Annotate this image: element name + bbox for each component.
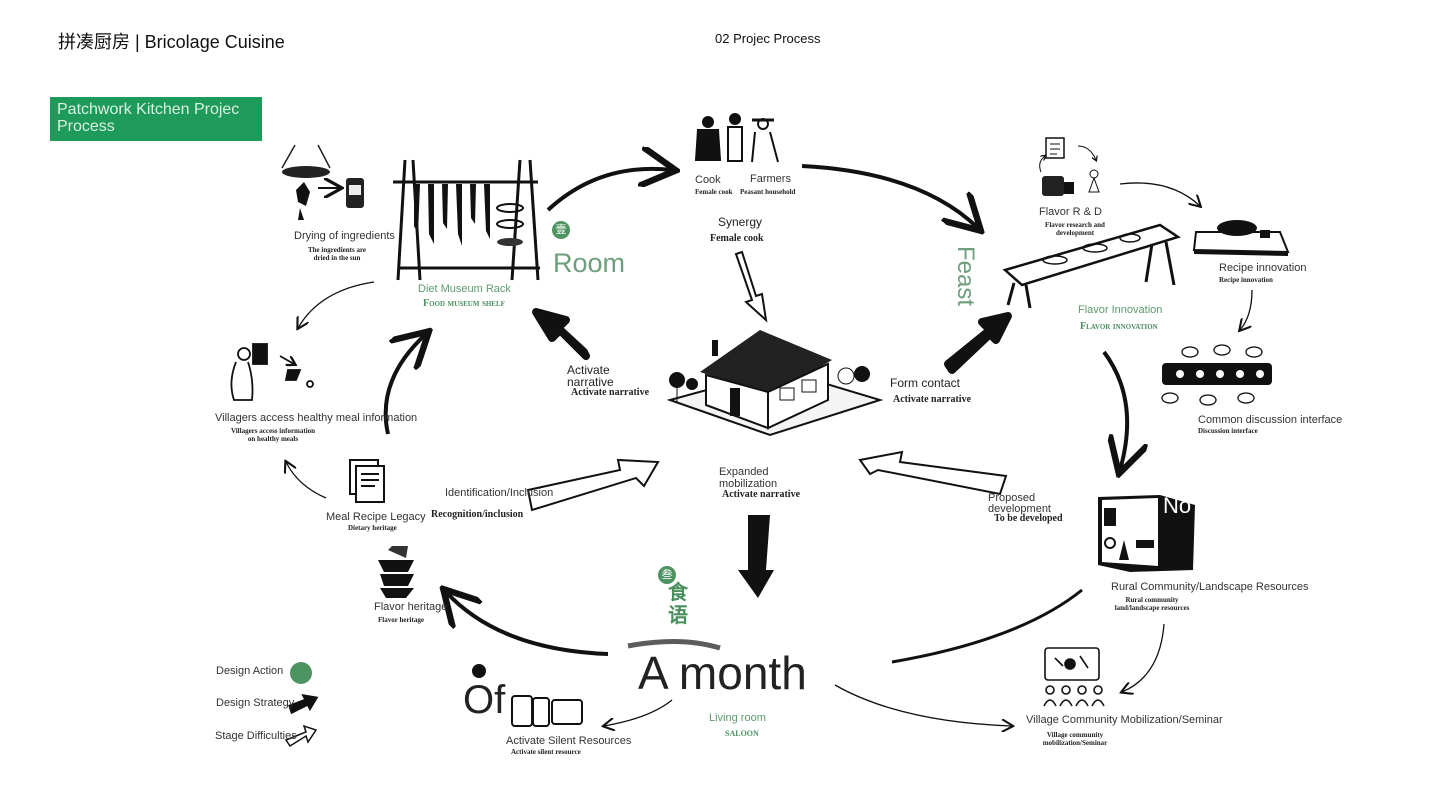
meal-recipe-label: Meal Recipe Legacy <box>326 511 426 523</box>
of-word: Of <box>463 678 506 722</box>
form-contact-sub: Activate narrative <box>893 394 972 405</box>
legend-design-strategy-arrow <box>288 694 319 715</box>
legend-design-action-dot <box>290 662 312 684</box>
discussion-sub: Discussion interface <box>1198 427 1258 435</box>
shiyu-chars: 食语 <box>668 582 688 627</box>
flavor-rd-label: Flavor R & D <box>1039 206 1102 218</box>
form-contact-label: Form contact <box>890 376 961 390</box>
stage-difficulty-arrows <box>526 250 1008 512</box>
drying-sub: The ingredients are dried in the sun <box>307 246 367 262</box>
village-house-icon <box>666 330 884 437</box>
expanded-label: Expanded mobilization <box>719 466 778 490</box>
legend-design-strategy: Design Strategy <box>216 697 295 709</box>
flavor-heritage-label: Flavor heritage <box>374 601 448 613</box>
flavor-heritage-sub: Flavor heritage <box>378 616 424 624</box>
shiyu-badge: 叁 <box>658 566 676 584</box>
title-box-text: Patchwork Kitchen Projec Process <box>57 101 240 135</box>
activate-narrative-sub: Activate narrative <box>571 387 650 398</box>
drying-label: Drying of ingredients <box>294 230 395 242</box>
drying-rack-icon <box>393 159 540 281</box>
rural-overlay-text: No <box>1163 493 1192 518</box>
proposed-sub: To be developed <box>994 513 1063 524</box>
identification-sub: Recognition/inclusion <box>431 509 524 520</box>
seminar-icon <box>1043 647 1105 707</box>
legend-stage-difficulty-arrow <box>284 724 318 748</box>
recipe-innovation-sub: Recipe innovation <box>1219 276 1273 284</box>
expanded-sub: Activate narrative <box>722 489 801 500</box>
meal-recipe-sub: Dietary heritage <box>348 524 397 532</box>
flavor-innovation-sub: Flavor innovation <box>1080 321 1158 332</box>
villagers-sub: Villagers access information on healthy … <box>230 427 316 443</box>
rural-sub: Rural community land/landscape resources <box>1114 596 1190 612</box>
living-room-sub: SALOON <box>725 729 759 738</box>
design-strategy-arrows <box>532 308 1012 598</box>
bold-flow-arrows <box>383 166 1127 664</box>
flavor-innovation-label: Flavor Innovation <box>1078 304 1163 316</box>
stacked-bowls-icon <box>378 546 414 598</box>
recipe-book-icon <box>349 459 385 503</box>
villagers-label: Villagers access healthy meal informatio… <box>215 412 418 424</box>
discussion-label: Common discussion interface <box>1198 414 1343 426</box>
activate-silent-sub: Activate silent resource <box>511 748 581 756</box>
drying-basket-icon <box>281 144 364 220</box>
activate-narrative-label: Activate narrative <box>567 363 614 389</box>
feast-word: Feast <box>952 245 980 307</box>
proposed-label: Proposed development <box>988 492 1051 515</box>
title-box: Patchwork Kitchen Projec Process <box>50 97 262 141</box>
recipe-innovation-label: Recipe innovation <box>1219 262 1307 274</box>
cook-label: Cook <box>695 174 721 186</box>
cook-sub: Female cook <box>695 188 733 196</box>
rack-label: Diet Museum Rack <box>418 283 511 295</box>
identification-label: Identification/Inclusion <box>445 487 554 499</box>
activate-silent-label: Activate Silent Resources <box>506 735 632 747</box>
room-badge: 壹 <box>552 221 570 239</box>
recipe-table-icon <box>1192 220 1290 256</box>
legend-design-action: Design Action <box>216 665 284 677</box>
discussion-table-icon <box>1161 344 1272 406</box>
room-word: Room <box>553 248 626 278</box>
brush-stroke <box>627 639 721 651</box>
village-mobilization-label: Village Community Mobilization/Seminar <box>1026 714 1223 726</box>
flavor-rd-icon <box>1039 137 1100 196</box>
farmers-label: Farmers <box>750 173 791 185</box>
thin-flow-arrows <box>286 182 1253 726</box>
dining-table-icon <box>1002 223 1181 309</box>
jars-icon <box>472 664 583 727</box>
synergy-sub: Female cook <box>710 233 764 244</box>
month-word: A month <box>638 647 807 699</box>
villager-info-icon <box>230 343 314 401</box>
living-room-label: Living room <box>709 712 766 724</box>
rural-label: Rural Community/Landscape Resources <box>1111 581 1309 593</box>
synergy-label: Synergy <box>718 215 763 229</box>
brand-title: 拼凑厨房 | Bricolage Cuisine <box>58 32 285 52</box>
cook-farmers-icon <box>694 113 779 163</box>
rack-sub: Food museum shelf <box>423 298 505 309</box>
flavor-rd-sub: Flavor research and development <box>1045 221 1105 237</box>
section-title: 02 Projec Process <box>715 31 821 46</box>
village-mobilization-sub: Village community mobilization/Seminar <box>1042 731 1108 747</box>
legend-stage-difficulties: Stage Difficulties <box>215 730 297 742</box>
farmers-sub: Peasant household <box>740 188 796 196</box>
rural-landscape-icon <box>1098 495 1195 572</box>
